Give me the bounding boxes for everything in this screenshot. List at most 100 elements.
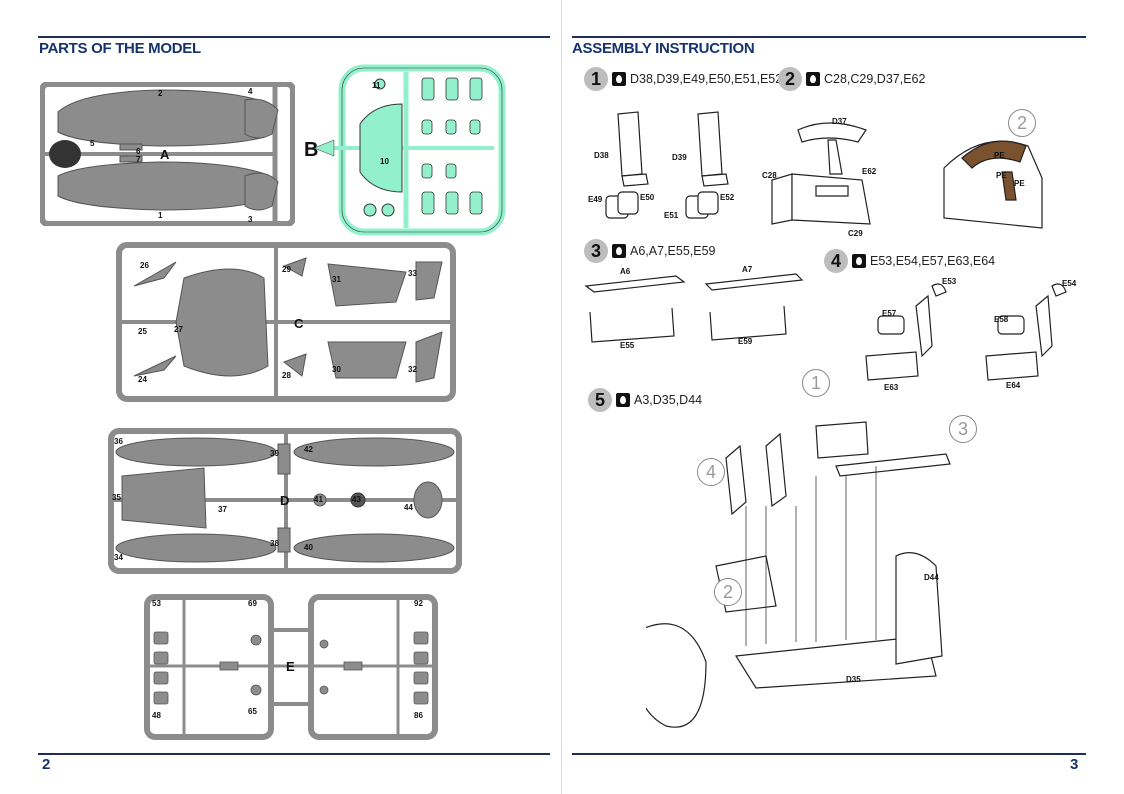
glue-icon	[852, 254, 866, 268]
step-parts: A3,D35,D44	[634, 393, 703, 407]
part-label: E51	[664, 211, 679, 220]
sprue-letter-b: B	[304, 139, 318, 161]
part-label: E49	[588, 195, 603, 204]
part-label: 10	[380, 157, 389, 166]
sprue-letter-c: C	[294, 316, 304, 331]
page-spine	[561, 0, 562, 794]
ref-step-4: 4	[697, 458, 725, 486]
ref-step-2: 2	[1008, 109, 1036, 137]
top-rule	[572, 36, 1086, 38]
step-4-diagram: E53 E54 E57 E58 E63 E64	[865, 277, 1077, 392]
part-label: PE	[996, 171, 1007, 180]
part-label: 37	[218, 505, 227, 514]
part-label: C29	[848, 229, 863, 238]
page-title: PARTS OF THE MODEL	[39, 40, 201, 57]
step-parts: A6,A7,E55,E59	[630, 244, 716, 258]
part-label: E64	[1006, 381, 1021, 390]
part-label: E53	[942, 277, 957, 286]
part-label: PE	[994, 151, 1005, 160]
part-label: 43	[352, 495, 361, 504]
part-label: 5	[90, 139, 95, 148]
part-label: E57	[882, 309, 897, 318]
sprue-a: 2 1 3 4 5 6 7 A	[40, 82, 295, 226]
step-number: 1	[584, 67, 608, 91]
sprue-letter-d: D	[280, 493, 289, 508]
step-parts: C28,C29,D37,E62	[824, 72, 926, 86]
part-label: 27	[174, 325, 183, 334]
part-label: 65	[248, 707, 257, 716]
glue-icon	[612, 72, 626, 86]
bottom-rule	[38, 753, 550, 755]
page-number: 2	[42, 756, 51, 773]
part-label: 28	[282, 371, 291, 380]
part-label: D37	[832, 117, 847, 126]
part-label: C28	[762, 171, 777, 180]
ref-step-3: 3	[949, 415, 977, 443]
part-label: 7	[136, 155, 141, 164]
part-label: 29	[282, 265, 291, 274]
part-label: 69	[248, 599, 257, 608]
part-label: D35	[846, 675, 861, 684]
part-label: 11	[372, 81, 381, 90]
part-label: E63	[884, 383, 899, 392]
part-label: 92	[414, 599, 423, 608]
top-rule	[38, 36, 550, 38]
step-2-header: 2 C28,C29,D37,E62	[778, 67, 925, 91]
part-label: 31	[332, 275, 341, 284]
step-number: 3	[584, 239, 608, 263]
part-label: E62	[862, 167, 877, 176]
step-5-header: 5 A3,D35,D44	[588, 388, 702, 412]
part-label: 6	[136, 147, 141, 156]
ref-step-1: 1	[802, 369, 830, 397]
step-parts: E53,E54,E57,E63,E64	[870, 254, 996, 268]
sprue-letter-e: E	[286, 659, 295, 674]
step-number: 2	[778, 67, 802, 91]
part-label: E59	[738, 337, 753, 346]
part-label: 86	[414, 711, 423, 720]
bottom-rule	[572, 753, 1086, 755]
part-label: 35	[112, 493, 121, 502]
step-number: 5	[588, 388, 612, 412]
part-label: 48	[152, 711, 161, 720]
page-number: 3	[1070, 756, 1079, 773]
sprue-c: C 26 24 25 27 29 28 31 30 33 32	[116, 242, 456, 402]
step-parts: D38,D39,E49,E50,E51,E52	[630, 72, 783, 86]
step-3-diagram: A6 A7 E55 E59	[584, 265, 804, 350]
step-4-header: 4 E53,E54,E57,E63,E64	[824, 249, 995, 273]
part-label: D44	[924, 573, 939, 582]
step-2-pe-diagram: PE PE PE	[943, 140, 1043, 229]
part-label: D39	[672, 153, 687, 162]
part-label: 25	[138, 327, 147, 336]
part-label: A7	[742, 265, 753, 274]
part-label: 30	[332, 365, 341, 374]
part-label: 33	[408, 269, 417, 278]
part-label: E58	[994, 315, 1009, 324]
part-label: 2	[158, 89, 163, 98]
part-label: 26	[140, 261, 149, 270]
sprue-d: D 36 35 34 37 39 38 42 40 41 43 44	[108, 428, 462, 574]
part-label: 41	[314, 495, 323, 504]
part-label: 40	[304, 543, 313, 552]
step-number: 4	[824, 249, 848, 273]
part-label: E55	[620, 341, 635, 350]
part-label: D38	[594, 151, 609, 160]
glue-icon	[612, 244, 626, 258]
sprue-e: E 53 48 69 65 92 86	[144, 594, 438, 740]
glue-icon	[616, 393, 630, 407]
part-label: 32	[408, 365, 417, 374]
left-page: PARTS OF THE MODEL 2 1 3 4 5 6 7 A	[38, 36, 550, 773]
part-label: 39	[270, 449, 279, 458]
step-5-diagram: D44 D35 A3	[646, 421, 951, 728]
part-label: 42	[304, 445, 313, 454]
part-label: A6	[620, 267, 631, 276]
sprue-letter-a: A	[160, 147, 170, 162]
glue-icon	[806, 72, 820, 86]
sprue-b: B 10 11	[304, 64, 506, 236]
part-label: E50	[640, 193, 655, 202]
part-label: 4	[248, 87, 253, 96]
step-1-header: 1 D38,D39,E49,E50,E51,E52	[584, 67, 782, 91]
part-label: 3	[248, 215, 253, 224]
part-label: 38	[270, 539, 279, 548]
part-label: 53	[152, 599, 161, 608]
part-label: PE	[1014, 179, 1025, 188]
